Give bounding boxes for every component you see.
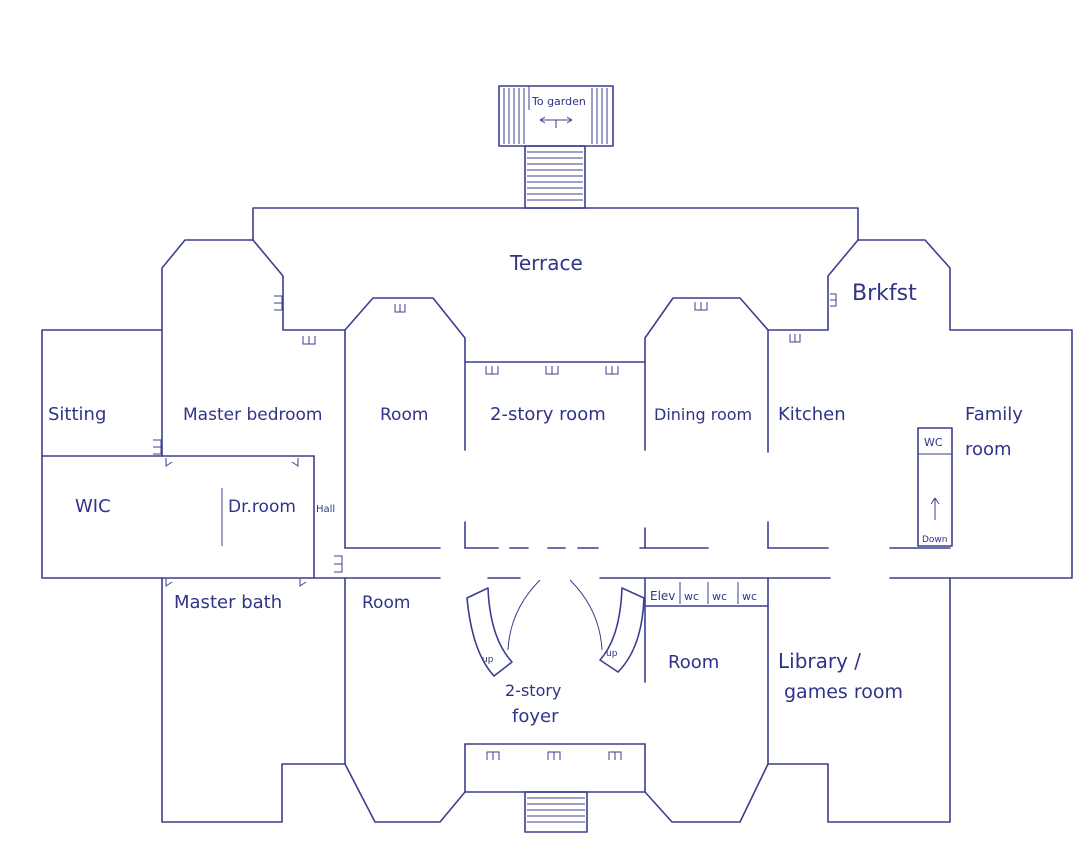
corridor xyxy=(344,521,951,579)
label-family-room: room xyxy=(965,439,1012,460)
foyer-stairs xyxy=(466,579,645,677)
label-up-right: up xyxy=(606,649,618,659)
front-steps xyxy=(524,791,588,833)
label-terrace: Terrace xyxy=(509,251,583,275)
label-room-sw: Room xyxy=(362,593,410,613)
label-family: Family xyxy=(965,404,1023,425)
terrace-inner-east xyxy=(767,239,859,331)
outer-walls xyxy=(41,207,1073,823)
label-wc-3: wc xyxy=(742,590,757,603)
garden-steps xyxy=(498,85,614,209)
label-sitting: Sitting xyxy=(48,404,106,425)
label-to-garden: To garden xyxy=(531,95,586,108)
terrace-inner-west xyxy=(252,239,346,331)
room-labels: To garden Terrace Brkfst Sitting Master … xyxy=(48,95,1023,727)
label-games-room: games room xyxy=(784,681,903,703)
label-brkfst: Brkfst xyxy=(852,281,917,306)
label-room-se: Room xyxy=(668,652,719,673)
west-wing-interior xyxy=(41,455,346,579)
label-room-nw: Room xyxy=(380,405,428,425)
label-2-story-room: 2-story room xyxy=(490,404,606,425)
label-kitchen: Kitchen xyxy=(778,404,846,425)
label-master-bath: Master bath xyxy=(174,592,282,613)
south-interior xyxy=(344,577,769,823)
terrace-outline xyxy=(252,207,859,241)
west-wing-bottom xyxy=(161,577,346,823)
label-master-bedroom: Master bedroom xyxy=(183,405,322,425)
label-library: Library / xyxy=(778,649,861,673)
label-wc-family: WC xyxy=(924,436,943,449)
window-marks xyxy=(153,293,837,760)
label-dr-room: Dr.room xyxy=(228,497,296,517)
label-wc-1: wc xyxy=(684,590,699,603)
label-down: Down xyxy=(922,535,948,545)
label-foyer-line1: 2-story xyxy=(505,681,561,700)
label-hall: Hall xyxy=(316,504,335,515)
east-pavilion xyxy=(767,239,1073,823)
label-dining-room: Dining room xyxy=(654,405,752,424)
family-stair xyxy=(917,427,953,547)
label-elev: Elev xyxy=(650,589,675,603)
north-rooms xyxy=(161,297,769,549)
label-wic: WIC xyxy=(75,496,111,517)
label-wc-2: wc xyxy=(712,590,727,603)
label-up-left: up xyxy=(482,655,494,665)
label-foyer-line2: foyer xyxy=(512,706,559,727)
